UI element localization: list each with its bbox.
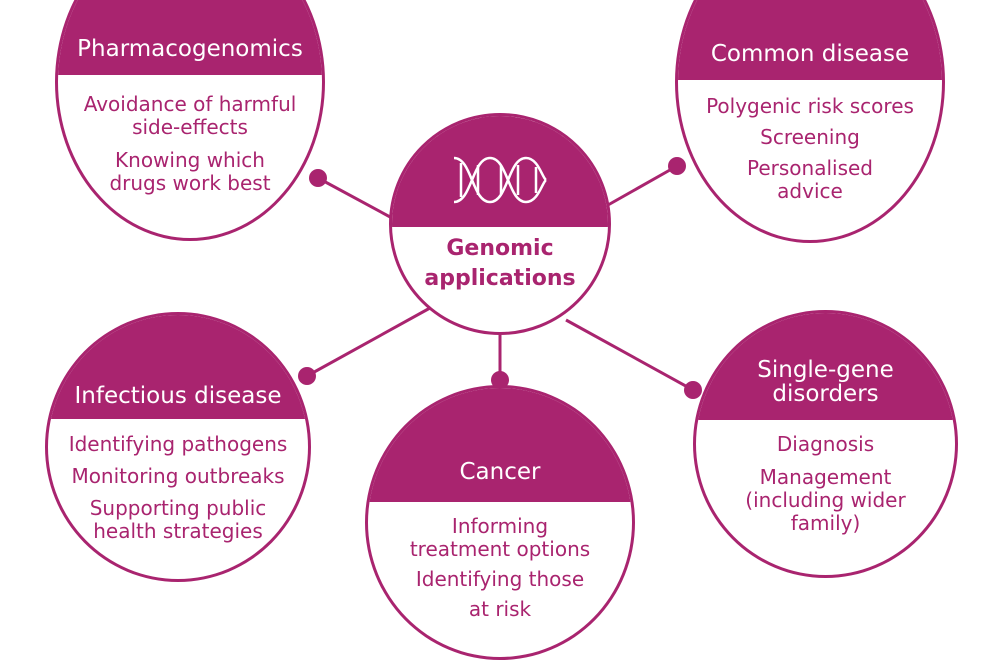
connector-dot [668,157,686,175]
list-item: (including wider [745,488,906,512]
pharmacogenomics-header: Pharmacogenomics [58,0,322,75]
single-gene-header: Single-gene disorders [696,313,955,420]
list-item: Informing [451,514,549,538]
list-item: Knowing which [115,148,265,172]
list-item: Management [759,465,892,489]
list-item: Avoidance of harmful [83,92,297,116]
list-item: Personalised [747,156,873,180]
list-item: Polygenic risk scores [706,94,914,118]
center-header [392,116,608,227]
infectious-disease-node: Infectious disease Identifying pathogens… [45,312,311,582]
cancer-node: Cancer Informing treatment options Ident… [365,385,635,660]
infectious-disease-items: Identifying pathogens Monitoring outbrea… [48,433,308,543]
connector-common-disease [607,164,678,207]
common-disease-node: Common disease Polygenic risk scores Scr… [675,0,945,243]
connector-pharmacogenomics [317,176,393,220]
list-item: Diagnosis [776,432,875,456]
list-item: drugs work best [109,171,271,195]
cancer-title: Cancer [459,458,541,485]
single-gene-title-line1: Single-gene [757,356,894,383]
dna-icon [453,156,547,204]
list-item: at risk [468,597,532,621]
infectious-disease-title: Infectious disease [74,382,282,409]
pharmacogenomics-title: Pharmacogenomics [77,35,303,62]
list-item: Identifying pathogens [68,432,288,456]
cancer-items: Informing treatment options Identifying … [368,515,632,621]
single-gene-items: Diagnosis Management (including wider fa… [696,433,955,535]
pharmacogenomics-items: Avoidance of harmful side-effects Knowin… [58,93,322,195]
list-item: Monitoring outbreaks [71,464,285,488]
list-item: Screening [760,125,860,149]
cancer-header: Cancer [368,388,632,502]
infectious-disease-header: Infectious disease [48,315,308,419]
list-item: health strategies [93,519,263,543]
genomic-applications-node: Genomic applications [389,113,611,335]
common-disease-header: Common disease [678,0,942,80]
connector-single-gene [565,318,694,392]
center-label-line1: Genomic [446,236,554,261]
single-gene-disorders-node: Single-gene disorders Diagnosis Manageme… [693,310,958,578]
list-item: side-effects [132,115,248,139]
connector-dot [491,371,509,389]
single-gene-title-line2: disorders [772,380,879,407]
list-item: treatment options [409,537,591,561]
connector-infectious-disease [306,306,431,378]
list-item: advice [777,179,843,203]
common-disease-items: Polygenic risk scores Screening Personal… [678,95,942,203]
connector-dot [309,169,327,187]
center-label: Genomic applications [392,234,608,293]
list-item: family) [790,511,861,535]
single-gene-title: Single-gene disorders [757,358,893,406]
list-item: Supporting public [89,496,267,520]
center-label-line2: applications [424,265,576,291]
list-item: Identifying those [415,567,585,591]
common-disease-title: Common disease [710,40,910,67]
